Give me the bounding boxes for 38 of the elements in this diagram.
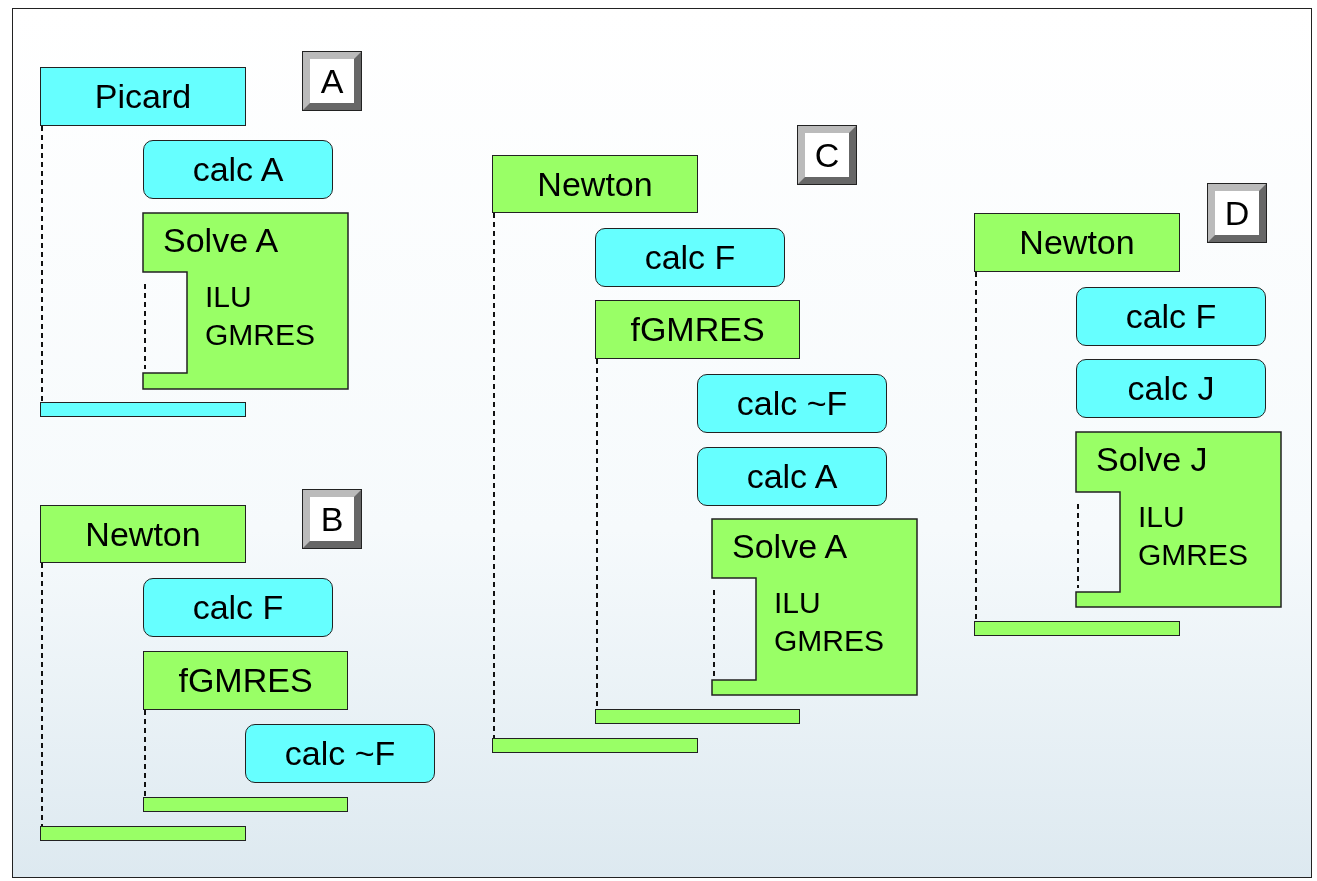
panel-letter-key: B (303, 490, 361, 548)
step-box: calc ~F (245, 724, 435, 783)
solve-block (712, 519, 917, 695)
loop-end-bar (595, 709, 800, 724)
loop-end-bar (40, 826, 246, 841)
loop-header-box: Picard (40, 67, 246, 126)
solve-block (1076, 432, 1281, 607)
block-heading: Solve J (1096, 440, 1208, 479)
dashed-loop-line (975, 271, 977, 622)
loop-header-box: fGMRES (595, 300, 800, 359)
step-box: calc F (1076, 287, 1266, 346)
loop-header-box: Newton (974, 213, 1180, 272)
block-heading: Solve A (163, 221, 279, 260)
panel-letter-key: C (798, 126, 856, 184)
loop-header-box: Newton (492, 155, 698, 213)
step-box: calc F (595, 228, 785, 287)
loop-end-bar (974, 621, 1180, 636)
solver-steps: ILU GMRES (205, 278, 340, 354)
dashed-loop-line (41, 125, 43, 403)
dashed-loop-line (144, 709, 146, 798)
loop-end-bar (40, 402, 246, 417)
loop-end-bar (143, 797, 348, 812)
step-box: calc A (143, 140, 333, 199)
block-heading: Solve A (732, 527, 848, 566)
dashed-loop-line (493, 212, 495, 739)
solver-steps: ILU GMRES (774, 584, 909, 660)
dashed-loop-line (41, 562, 43, 827)
panel-letter-key: D (1208, 184, 1266, 242)
step-box: calc F (143, 578, 333, 637)
loop-header-box: fGMRES (143, 651, 348, 710)
step-box: calc ~F (697, 374, 887, 433)
step-box: calc J (1076, 359, 1266, 418)
solve-block (143, 213, 348, 389)
loop-end-bar (492, 738, 698, 753)
solver-steps: ILU GMRES (1138, 498, 1273, 574)
panel-letter-key: A (303, 52, 361, 110)
step-box: calc A (697, 447, 887, 506)
loop-header-box: Newton (40, 505, 246, 563)
